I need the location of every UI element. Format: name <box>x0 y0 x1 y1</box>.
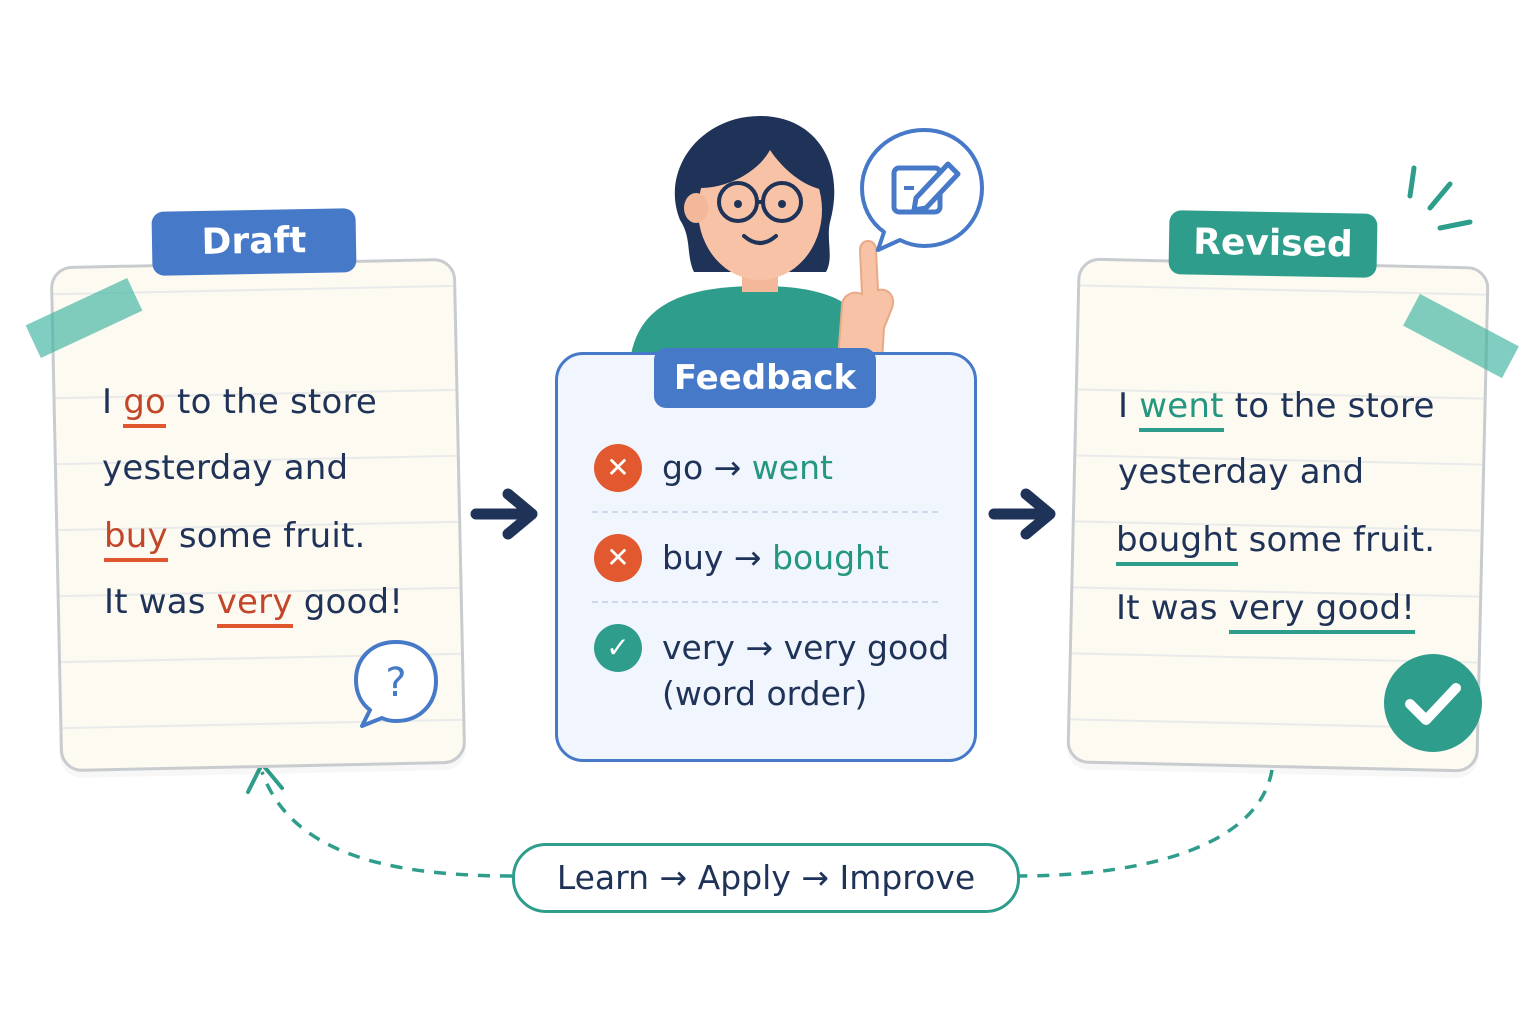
loop-label: Learn → Apply → Improve <box>512 843 1020 913</box>
draft-line-2: yesterday and <box>102 448 349 488</box>
revised-fixed-word: very good! <box>1228 588 1416 634</box>
divider <box>592 601 938 603</box>
revised-line-2: yesterday and <box>1118 452 1365 492</box>
sparkle-icon <box>1407 165 1473 231</box>
revised-line-4: It was very good! <box>1116 588 1416 634</box>
feedback-item-3: very → very good <box>662 628 950 667</box>
arrow-right-icon <box>470 488 538 540</box>
feedback-item-2: buy → bought <box>662 538 889 577</box>
draft-error-word: buy <box>104 516 168 562</box>
check-icon: ✓ <box>594 624 642 672</box>
draft-tag: Draft <box>151 208 357 276</box>
revised-line-3: bought some fruit. <box>1116 520 1435 566</box>
x-icon: ✕ <box>594 444 642 492</box>
feedback-tag: Feedback <box>654 348 876 408</box>
divider <box>592 511 938 513</box>
check-badge-icon <box>1384 654 1482 752</box>
revised-fixed-word: went <box>1139 386 1224 432</box>
teacher-illustration <box>630 116 894 361</box>
arrow-right-icon <box>988 488 1056 540</box>
draft-line-3: buy some fruit. <box>104 516 366 562</box>
draft-line-1: I go to the store <box>102 382 377 428</box>
revised-fixed-word: bought <box>1116 520 1238 566</box>
x-icon: ✕ <box>594 534 642 582</box>
feedback-item-1: go → went <box>662 448 833 487</box>
draft-error-word: go <box>123 382 167 428</box>
loop-arrowhead <box>246 762 284 794</box>
draft-error-word: very <box>216 582 293 628</box>
revised-line-1: I went to the store <box>1118 386 1435 432</box>
revised-tag: Revised <box>1168 210 1378 278</box>
svg-text:?: ? <box>385 660 406 706</box>
draft-line-4: It was very good! <box>104 582 403 628</box>
question-bubble-icon: ? <box>354 640 438 728</box>
edit-bubble-icon <box>860 128 984 252</box>
feedback-note: (word order) <box>662 674 868 713</box>
